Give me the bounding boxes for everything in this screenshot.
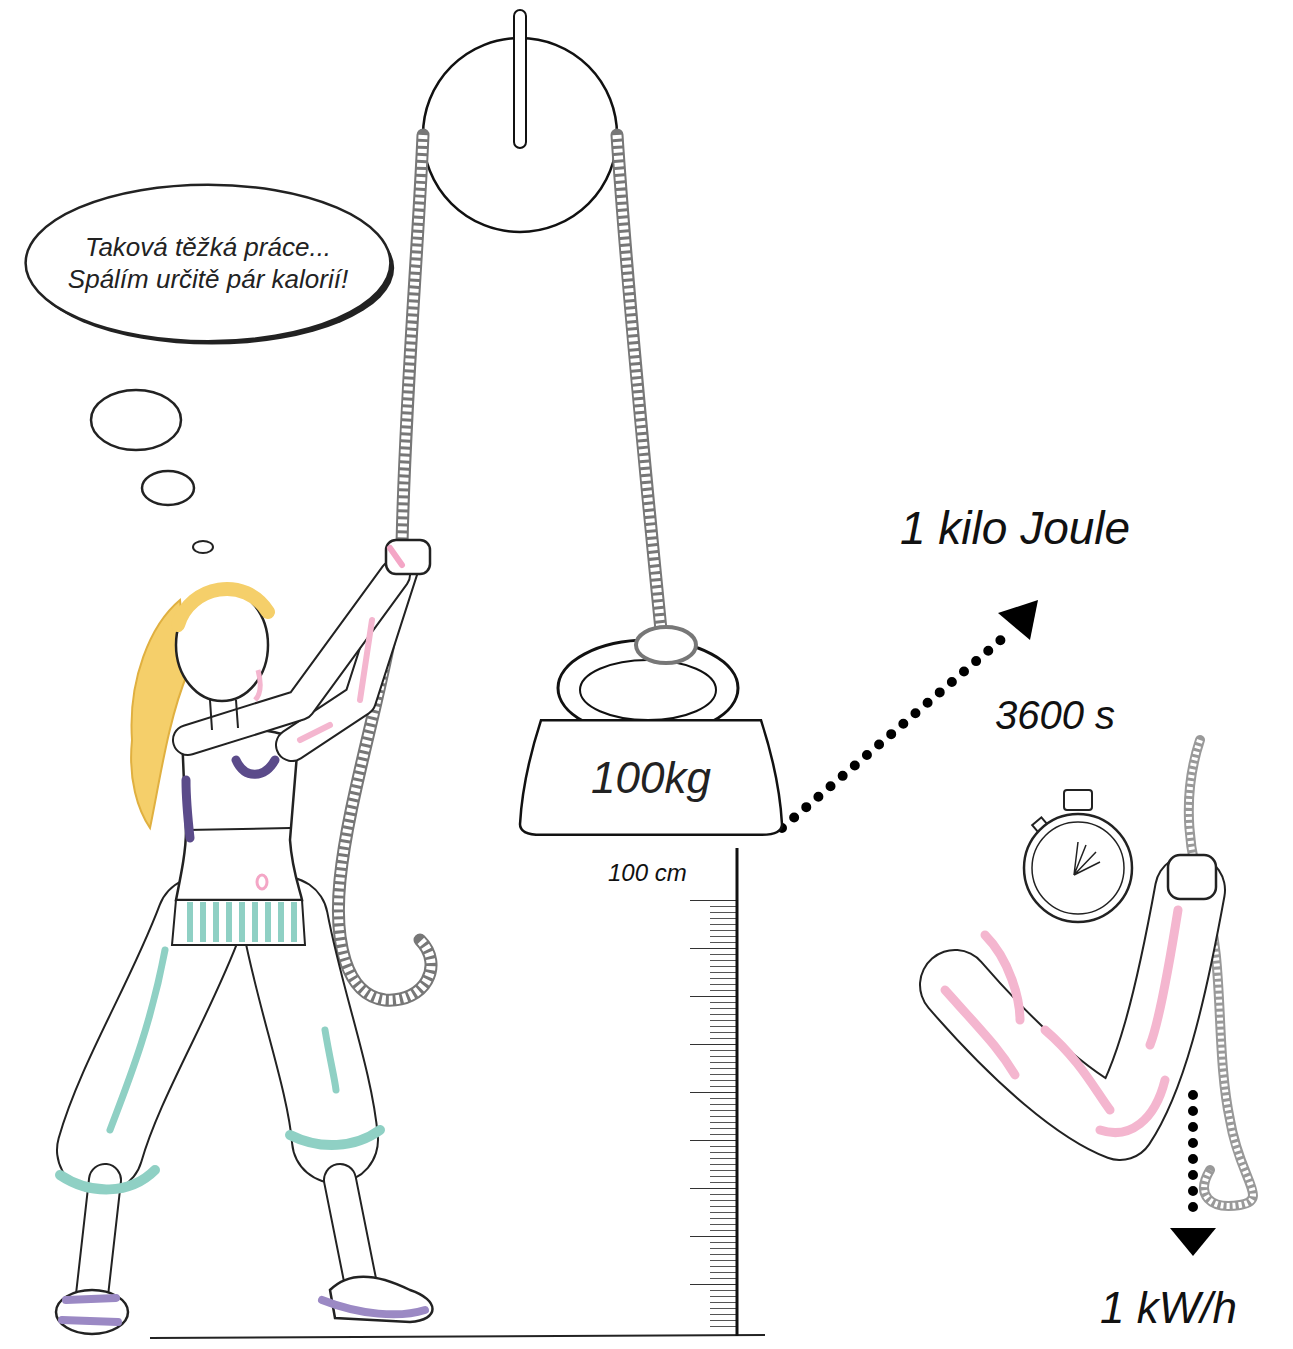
skirt-fringe (190, 902, 294, 942)
fist (386, 540, 430, 574)
text-group: 100kg (591, 750, 711, 805)
ground-line (150, 1335, 765, 1338)
ruler-ticks (690, 900, 737, 1332)
pants-cuff (290, 1130, 380, 1145)
weight-label: 100kg (591, 750, 711, 805)
ruler-ticks (690, 900, 737, 1332)
shoe (56, 1290, 128, 1334)
rope-knot (636, 627, 696, 663)
text-group: Taková těžká práce... Spálím určitě pár … (63, 231, 353, 296)
fist (1168, 855, 1216, 899)
shoe-stripe (62, 1298, 118, 1322)
arm (955, 890, 1190, 1125)
bubble-outline (26, 185, 391, 341)
dotted-arrow (782, 632, 1010, 828)
pants-cuff (60, 1170, 155, 1189)
shin (92, 1180, 362, 1295)
time-label: 3600 s (995, 693, 1115, 737)
top-shade (186, 760, 275, 838)
shin-outline (92, 1180, 362, 1295)
rope-twist (617, 135, 662, 640)
dotted-arrow (1188, 1095, 1198, 1222)
cloud-shape (18, 178, 398, 348)
weight-outline (520, 720, 782, 834)
pulley-hook (514, 10, 526, 148)
arm-shade (300, 620, 372, 740)
fist-shade (390, 548, 402, 565)
ruler-line (736, 848, 739, 1336)
stopwatch-hand (1074, 842, 1100, 875)
stopwatch-face (1032, 822, 1124, 914)
dimension-label: 100 cm (608, 860, 687, 886)
arrow-head (998, 600, 1038, 640)
arrow-head (1170, 1228, 1216, 1256)
thought-text: Taková těžká práce... Spálím určitě pár … (63, 231, 353, 296)
navel (257, 875, 267, 889)
rope (617, 135, 662, 640)
arm-shade (945, 910, 1178, 1133)
shoe-stripe (322, 1300, 425, 1314)
skirt-band (172, 900, 305, 945)
thought-dot (193, 541, 213, 553)
stopwatch-crown (1064, 790, 1092, 810)
head (176, 589, 268, 701)
neck (210, 700, 238, 730)
thought-dot (91, 390, 181, 450)
arm-outline (955, 890, 1190, 1125)
stopwatch-case (1024, 814, 1132, 922)
thought-bubble: Taková těžká práce... Spálím určitě pár … (18, 178, 398, 348)
top-hem (186, 828, 290, 830)
energy-label: 1 kilo Joule (900, 503, 1130, 554)
thought-dot (142, 471, 194, 505)
pants-shade (110, 950, 336, 1130)
hair (178, 589, 268, 625)
weight-box: 100kg (520, 718, 782, 836)
cheek-shade (255, 670, 260, 700)
weight-ring (580, 660, 716, 720)
energy-label: 1 kW/h (1100, 1284, 1237, 1332)
